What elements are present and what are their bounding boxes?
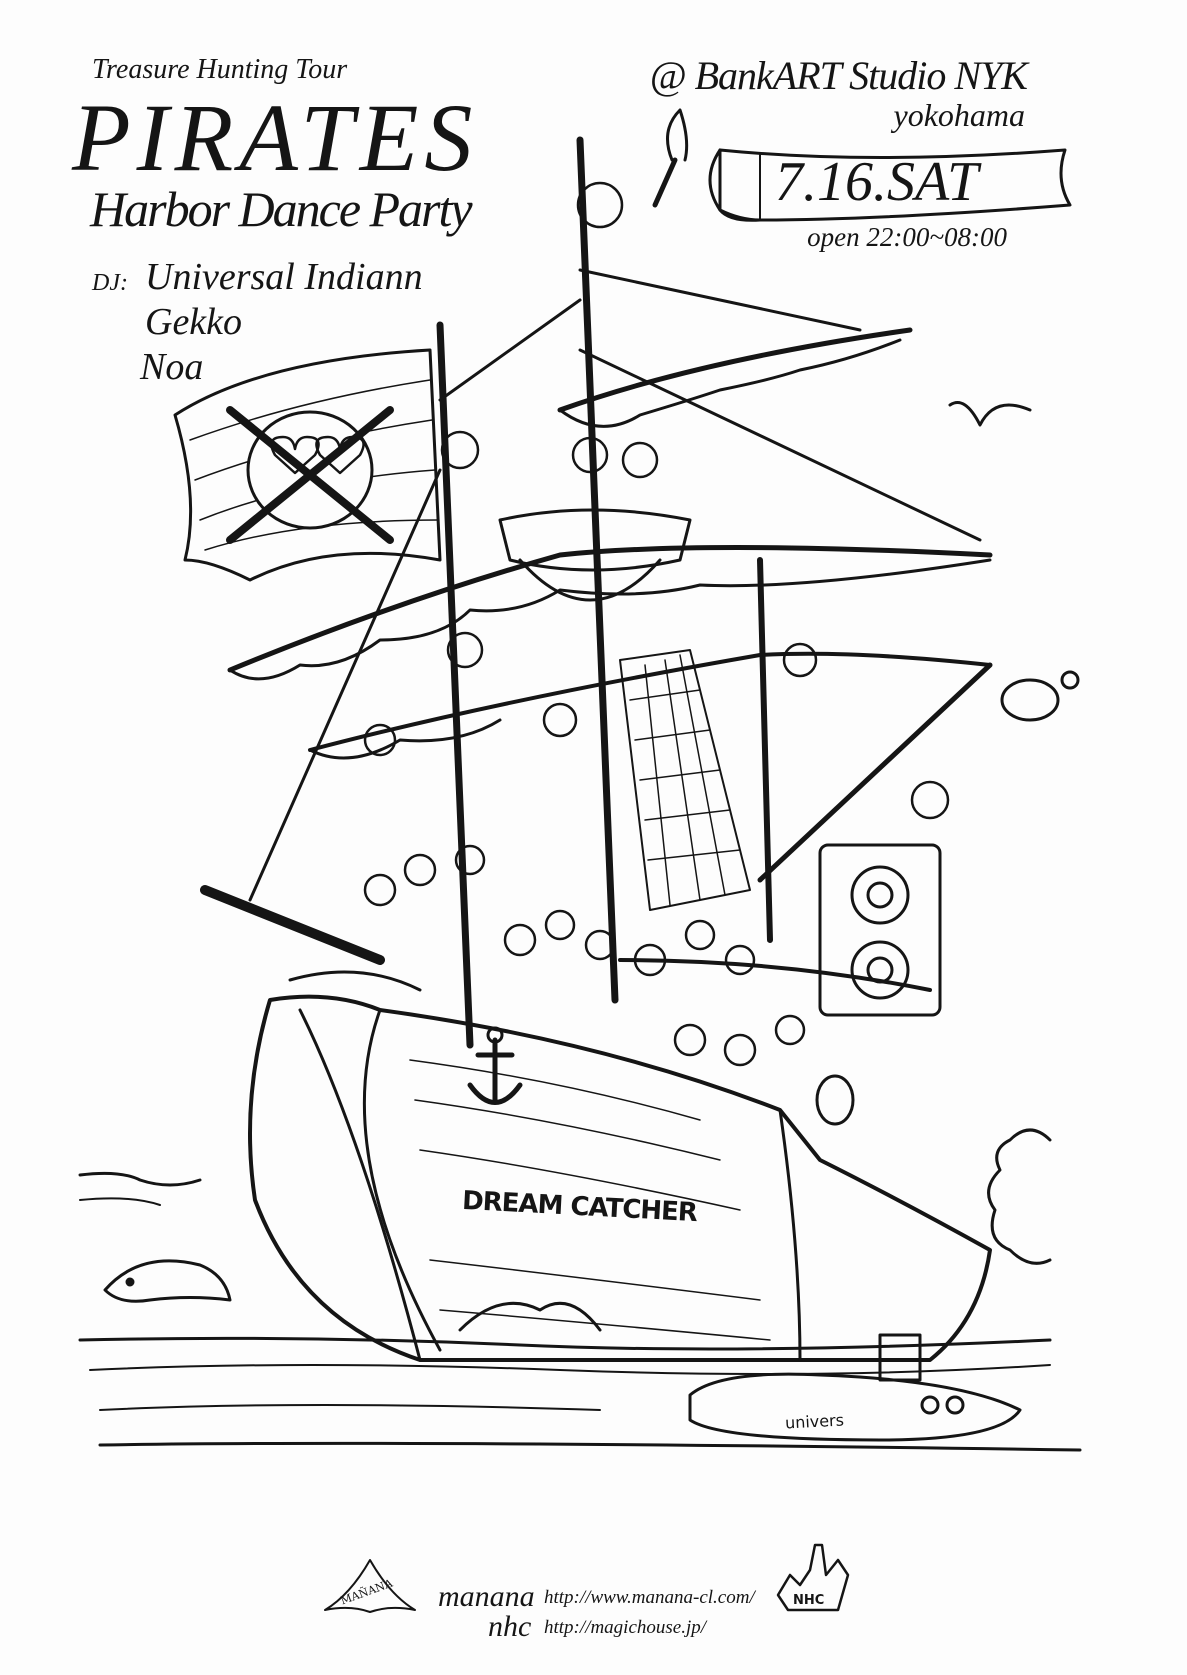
dj-name: Noa bbox=[140, 346, 204, 388]
dj-name: Universal Indiann bbox=[145, 256, 423, 298]
venue-city: yokohama bbox=[893, 97, 1025, 133]
svg-text:MAÑANA: MAÑANA bbox=[338, 1575, 395, 1607]
dj-label: DJ: bbox=[92, 270, 128, 296]
event-subtitle: Harbor Dance Party bbox=[90, 181, 473, 237]
venue-name: @ BankART Studio NYK bbox=[649, 53, 1028, 98]
svg-text:NHC: NHC bbox=[793, 1593, 824, 1608]
event-hours: open 22:00~08:00 bbox=[807, 222, 1007, 252]
sponsor-name: nhc bbox=[488, 1610, 532, 1643]
sponsor-url[interactable]: http://www.manana-cl.com/ bbox=[544, 1587, 755, 1608]
sponsor-url[interactable]: http://magichouse.jp/ bbox=[544, 1617, 707, 1638]
event-title: PIRATES bbox=[72, 84, 479, 191]
manana-logo: MAÑANA bbox=[324, 1559, 416, 1613]
artist-signature: univers bbox=[784, 1410, 845, 1433]
dj-name: Gekko bbox=[145, 301, 243, 343]
sponsor-name: manana bbox=[438, 1580, 535, 1613]
tagline: Treasure Hunting Tour bbox=[92, 54, 348, 85]
event-date: 7.16.SAT bbox=[775, 151, 979, 213]
nhc-logo: NHC bbox=[776, 1543, 850, 1612]
